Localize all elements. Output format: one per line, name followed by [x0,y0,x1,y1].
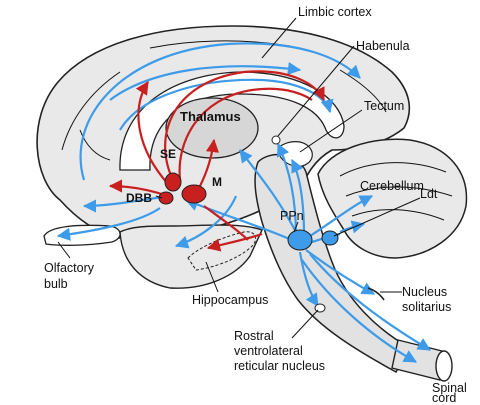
blue-path-spinal-2 [301,259,417,363]
blue-path-rostral [298,251,319,307]
label-nucleus-2: solitarius [402,300,451,314]
olfactory-bulb [43,224,121,246]
blue-path-dbb-forward [56,207,161,241]
label-ppn: PPn [280,209,304,223]
label-se: SE [160,147,176,161]
red-path-hippocampus-2 [206,232,263,252]
solitarius-nucleus [367,287,385,301]
label-ldt: Ldt [420,187,438,201]
dbb-nucleus [158,191,174,205]
cerebellum-body [317,138,468,259]
habenula-nucleus [271,135,281,145]
blue-path-limbic-outer [79,42,361,181]
red-path-limbic-3 [178,87,313,181]
red-path-thalamus [199,138,220,187]
label-spinal-1: Spinal [432,381,467,395]
red-path-limbic [164,70,325,187]
label-limbic-cortex: Limbic cortex [298,5,372,19]
blue-path-thalamus [239,149,299,237]
thalamus-body [165,97,259,159]
blue-path-tectum [291,159,306,237]
label-spinal-2: cord [432,391,456,405]
spinal-cord-end [435,350,453,382]
blue-path-limbic-mid [109,61,302,101]
temporal-lobe [119,224,263,289]
label-rostral-2: ventrolateral [234,344,303,358]
brainstem-cholinergic-pathways [56,42,431,363]
ldt-nucleus [321,230,339,246]
m-nucleus [181,184,207,204]
blue-path-hippocampus [174,195,238,249]
label-rostral-3: reticular nucleus [234,359,325,373]
red-path-limbic-2 [135,81,169,185]
label-cerebellum: Cerebellum [360,179,424,193]
labels: Limbic cortex Habenula Tectum Thalamus S… [44,5,467,405]
label-habenula: Habenula [356,39,410,53]
blue-path-cerebellum-2 [339,220,366,234]
blue-path-forebrain [184,198,293,242]
leader-lines [57,17,421,339]
nuclei [158,135,385,313]
basal-forebrain-pathways [108,70,325,252]
label-olfactory-1: Olfactory [44,261,95,275]
blue-path-habenula [277,143,298,237]
label-rostral-1: Rostral [234,329,274,343]
blue-path-spinal [309,253,431,351]
label-olfactory-2: bulb [44,277,68,291]
se-nucleus [164,172,182,192]
rostral-nucleus [314,303,326,313]
label-tectum: Tectum [364,99,404,113]
ppn-nucleus [287,229,313,251]
label-nucleus-1: Nucleus [402,285,447,299]
blue-path-cerebellum [309,195,373,237]
label-hippocampus: Hippocampus [192,293,268,307]
label-dbb: DBB [126,191,152,205]
label-thalamus: Thalamus [180,109,241,124]
blue-path-solitarius [305,249,375,295]
label-m: M [212,175,222,189]
